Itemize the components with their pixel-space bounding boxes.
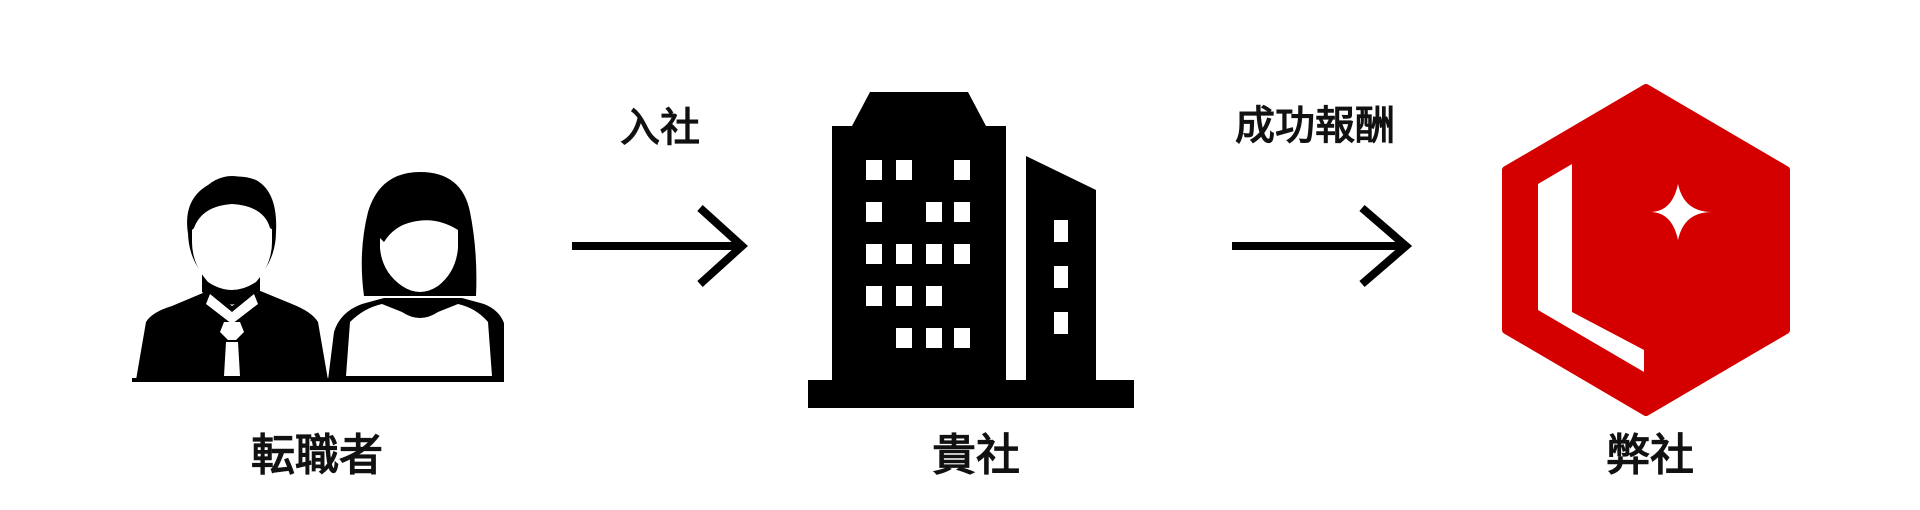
man-hair <box>187 176 277 234</box>
woman-hair <box>376 192 462 242</box>
arrow-right-icon <box>572 205 748 287</box>
job-seeker-label: 転職者 <box>251 430 383 481</box>
our-company-label: 弊社 <box>1606 430 1694 481</box>
logo-icon <box>1502 84 1790 416</box>
building-icon <box>808 92 1134 408</box>
arrow-right-icon <box>1232 204 1413 288</box>
people-icon <box>132 172 504 382</box>
join-label: 入社 <box>620 105 700 151</box>
client-company-label: 貴社 <box>932 430 1020 481</box>
building-windows <box>866 160 1068 348</box>
sparkle-icon <box>1650 184 1712 240</box>
fee-label: 成功報酬 <box>1235 103 1395 149</box>
logo-bracket <box>1538 164 1644 372</box>
ground-line <box>132 378 504 382</box>
